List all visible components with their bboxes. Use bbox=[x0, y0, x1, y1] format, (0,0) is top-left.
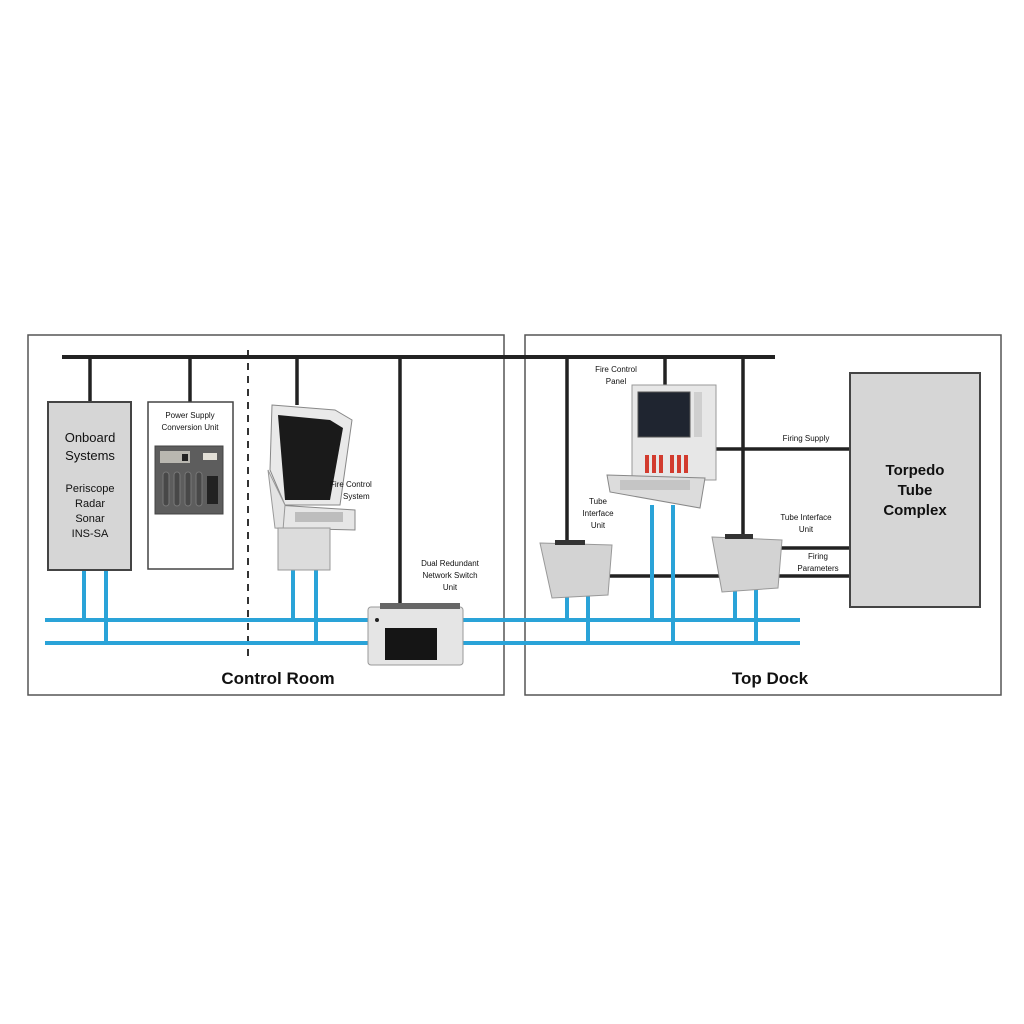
power-supply-unit: Power Supply Conversion Unit bbox=[147, 401, 234, 570]
onboard-sub-4: INS-SA bbox=[72, 528, 109, 540]
tube-interface-unit-1: Tube Interface Unit bbox=[539, 497, 614, 599]
top-dock-label: Top Dock bbox=[732, 669, 809, 688]
tiu1-label-2: Interface bbox=[582, 509, 614, 518]
onboard-title-2: Systems bbox=[65, 448, 115, 463]
fire-control-system-label-1: Fire Control bbox=[330, 480, 372, 489]
onboard-sub-3: Sonar bbox=[75, 513, 105, 525]
torpedo-tube-complex-box: Torpedo Tube Complex bbox=[849, 372, 981, 608]
onboard-systems-box: Onboard Systems Periscope Radar Sonar IN… bbox=[47, 401, 132, 571]
fire-control-panel: Fire Control Panel bbox=[595, 365, 717, 509]
tiu1-label-3: Unit bbox=[591, 521, 606, 530]
onboard-sub-1: Periscope bbox=[66, 483, 115, 495]
power-supply-device-icon bbox=[154, 445, 224, 515]
firing-parameters-label-1: Firing bbox=[808, 552, 828, 561]
fire-control-panel-label-1: Fire Control bbox=[595, 365, 637, 374]
tube-interface-unit-2: Tube Interface Unit bbox=[711, 513, 832, 593]
firing-parameters-label-2: Parameters bbox=[797, 564, 838, 573]
tiu2-label-1: Tube Interface bbox=[780, 513, 832, 522]
firing-supply-label: Firing Supply bbox=[783, 434, 830, 443]
control-room-label: Control Room bbox=[221, 669, 334, 688]
tiu2-label-2: Unit bbox=[799, 525, 814, 534]
torpedo-label-2: Tube bbox=[898, 482, 933, 499]
onboard-title-1: Onboard bbox=[65, 430, 116, 445]
torpedo-label-1: Torpedo bbox=[886, 462, 945, 479]
power-supply-label-2: Conversion Unit bbox=[162, 423, 220, 432]
torpedo-label-3: Complex bbox=[883, 502, 947, 519]
fire-control-system-label-2: System bbox=[343, 492, 370, 501]
onboard-sub-2: Radar bbox=[75, 498, 105, 510]
network-switch-label-2: Network Switch bbox=[422, 571, 477, 580]
power-supply-label-1: Power Supply bbox=[165, 411, 214, 420]
fire-control-panel-label-2: Panel bbox=[606, 377, 627, 386]
tiu1-label-1: Tube bbox=[589, 497, 607, 506]
fire-control-system-console: Fire Control System bbox=[267, 404, 372, 571]
network-switch-unit: Dual Redundant Network Switch Unit bbox=[367, 559, 480, 666]
network-switch-label-3: Unit bbox=[443, 583, 458, 592]
network-switch-label-1: Dual Redundant bbox=[421, 559, 480, 568]
